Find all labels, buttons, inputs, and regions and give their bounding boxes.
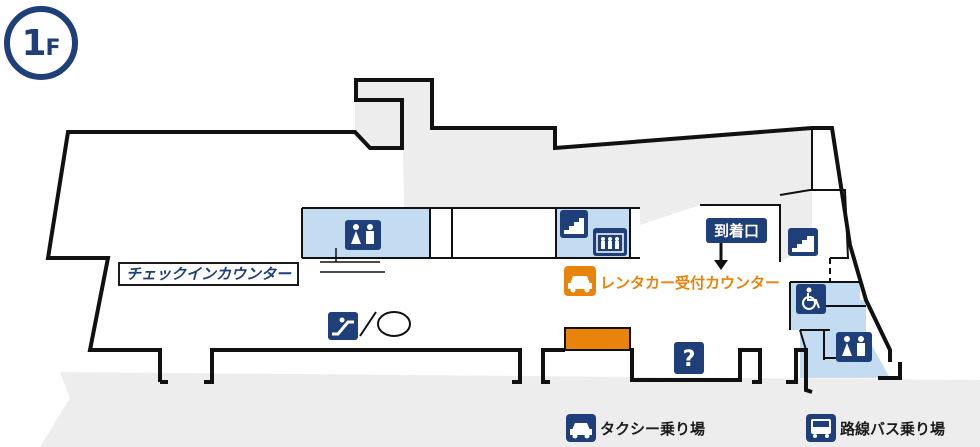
- front-wall-6: [799, 329, 807, 351]
- stairs-icon[interactable]: [560, 210, 588, 238]
- restroom-icon[interactable]: [345, 220, 381, 250]
- wall-right-block: [700, 204, 781, 262]
- floor-number: 1: [21, 22, 46, 64]
- gray-zone-north: [402, 100, 812, 262]
- stairs-icon-right[interactable]: [788, 228, 818, 256]
- front-wall-4: [630, 348, 762, 384]
- wheelchair-icon[interactable]: [796, 284, 826, 314]
- arrival-arrow-head: [714, 260, 728, 270]
- front-wall-2: [204, 348, 522, 384]
- escalator-slash: [359, 311, 377, 337]
- arrival-gate-label: 到着口: [706, 218, 768, 243]
- bus-stop-label: 路線バス乗り場: [840, 420, 946, 438]
- escalator-circle: [377, 311, 411, 337]
- checkin-counter-label: チェックインカウンター: [118, 262, 300, 286]
- wall-right-outer: [865, 299, 891, 351]
- front-wall-5: [786, 348, 813, 394]
- front-wall-3: [541, 348, 565, 384]
- outdoor-ground: [40, 372, 980, 447]
- building-outline-bottom-right: [878, 362, 902, 380]
- floor-suffix: F: [45, 35, 61, 61]
- car-icon[interactable]: [564, 266, 596, 296]
- information-icon[interactable]: ?: [674, 342, 704, 374]
- svg-text:?: ?: [683, 347, 696, 372]
- wall-right-block-2: [779, 189, 850, 259]
- rental-car-counter-block: [564, 327, 631, 351]
- building-outline: [45, 78, 892, 382]
- taxi-icon[interactable]: [566, 414, 596, 442]
- taxi-stand-label: タクシー乗り場: [600, 420, 706, 438]
- escalator-icon[interactable]: [328, 312, 358, 340]
- rental-car-counter-label: レンタカー受付カウンター: [600, 274, 781, 292]
- bus-icon[interactable]: [806, 414, 836, 442]
- gray-zone-west-notch: [355, 80, 432, 148]
- restroom-icon-right[interactable]: [836, 332, 872, 362]
- elevator-icon[interactable]: [593, 228, 627, 256]
